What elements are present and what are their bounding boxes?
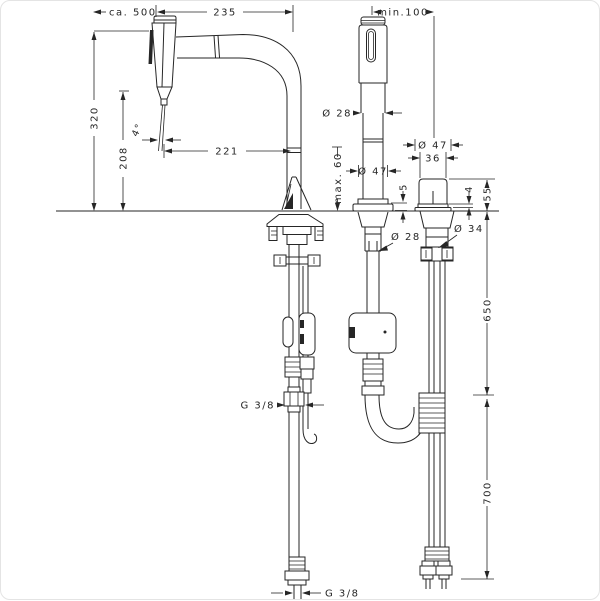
handspray-grip [358,16,388,113]
faucet-hoses [282,245,318,599]
dim-holder-shank-diameter: Ø 28 [378,231,421,251]
spout-arm [175,33,302,97]
dim-label-handle-ring-height: 4 [464,185,475,193]
faucet-mounting-hardware [266,214,324,267]
top-dimensions: ca. 500 235 min.100 [93,5,434,32]
dim-handle-height: 55 [449,178,495,211]
dim-label-outlet-height: 208 [119,146,130,170]
dim-holder-escutcheon-height: 5 [391,183,410,223]
dim-min-clearance: min.100 [371,6,434,19]
dim-outlet-reach: 221 [163,144,291,158]
dim-label-spout-height: 320 [90,106,101,130]
spray-face [148,30,154,64]
dim-supply-thread-side: G 3/8 [240,401,324,412]
dim-handle-ring-height: 4 [449,185,475,220]
handle-body [414,178,452,212]
dim-label-min-clearance: min.100 [377,8,429,19]
middle-dimensions: Ø 28 max. 60 Ø 47 5 [322,108,421,251]
dim-label-handle-body-width: 36 [425,154,441,165]
conical-base [281,176,312,211]
right-dimensions: Ø 47 36 4 55 [403,139,495,580]
holder-mounting [357,211,389,252]
dim-handle-diameter: Ø 47 [403,139,463,152]
dim-label-hose-length-lower: 700 [483,481,494,505]
stream-lines [158,104,166,152]
dim-label-supply-thread-bottom: G 3/8 [325,589,360,600]
dim-label-supply-thread-side: G 3/8 [240,401,275,412]
dim-supply-thread-bottom: G 3/8 [271,589,360,600]
pullout-head [148,15,177,106]
dim-max-deck-thickness: max. 60 [332,146,344,211]
holder-pipe [352,113,394,212]
dim-pullout-length: ca. 500 [93,5,157,19]
dim-label-holder-escutcheon-diameter: Ø 47 [358,166,388,178]
dim-label-handle-height: 55 [483,186,494,201]
dim-label-handle-shank-diameter: Ø 34 [454,223,484,235]
dim-spray-angle: 4° [130,121,181,143]
spray-hose [348,251,428,444]
dim-label-spout-reach: 235 [213,8,237,19]
handle-mounting [419,210,455,262]
dim-handle-shank-diameter: Ø 34 [438,223,484,248]
dim-label-pullout-length: ca. 500 [109,8,157,19]
handle-figure [414,16,455,589]
hose-weight-box [348,312,397,354]
dim-spray-head-diameter: Ø 28 [322,108,402,120]
dim-holder-escutcheon-diameter: Ø 47 [346,165,401,178]
dim-label-spray-head-diameter: Ø 28 [322,108,352,120]
dim-label-spray-angle: 4° [130,121,146,138]
dim-label-holder-escutcheon-height: 5 [399,183,410,191]
dim-label-max-deck-thickness: max. 60 [333,152,344,203]
faucet-spout-figure [148,15,324,599]
dim-label-handle-diameter: Ø 47 [418,140,448,152]
riser-pipe [286,86,302,209]
dim-hose-length-lower: 700 [461,399,494,580]
handspray-figure [348,16,428,444]
dim-label-holder-shank-diameter: Ø 28 [391,231,421,243]
dim-label-outlet-reach: 221 [215,147,239,158]
dim-spout-height: 320 [90,30,149,211]
left-dimensions: 320 208 4° 221 G 3/8 [90,30,360,600]
dim-hose-length-upper: 650 [473,212,494,396]
supply-hoses [418,261,453,589]
dim-label-hose-length-upper: 650 [483,298,494,322]
dim-outlet-height: 208 [119,90,130,211]
dim-handle-body-width: 36 [408,152,458,178]
dim-spout-reach: 235 [157,5,294,32]
